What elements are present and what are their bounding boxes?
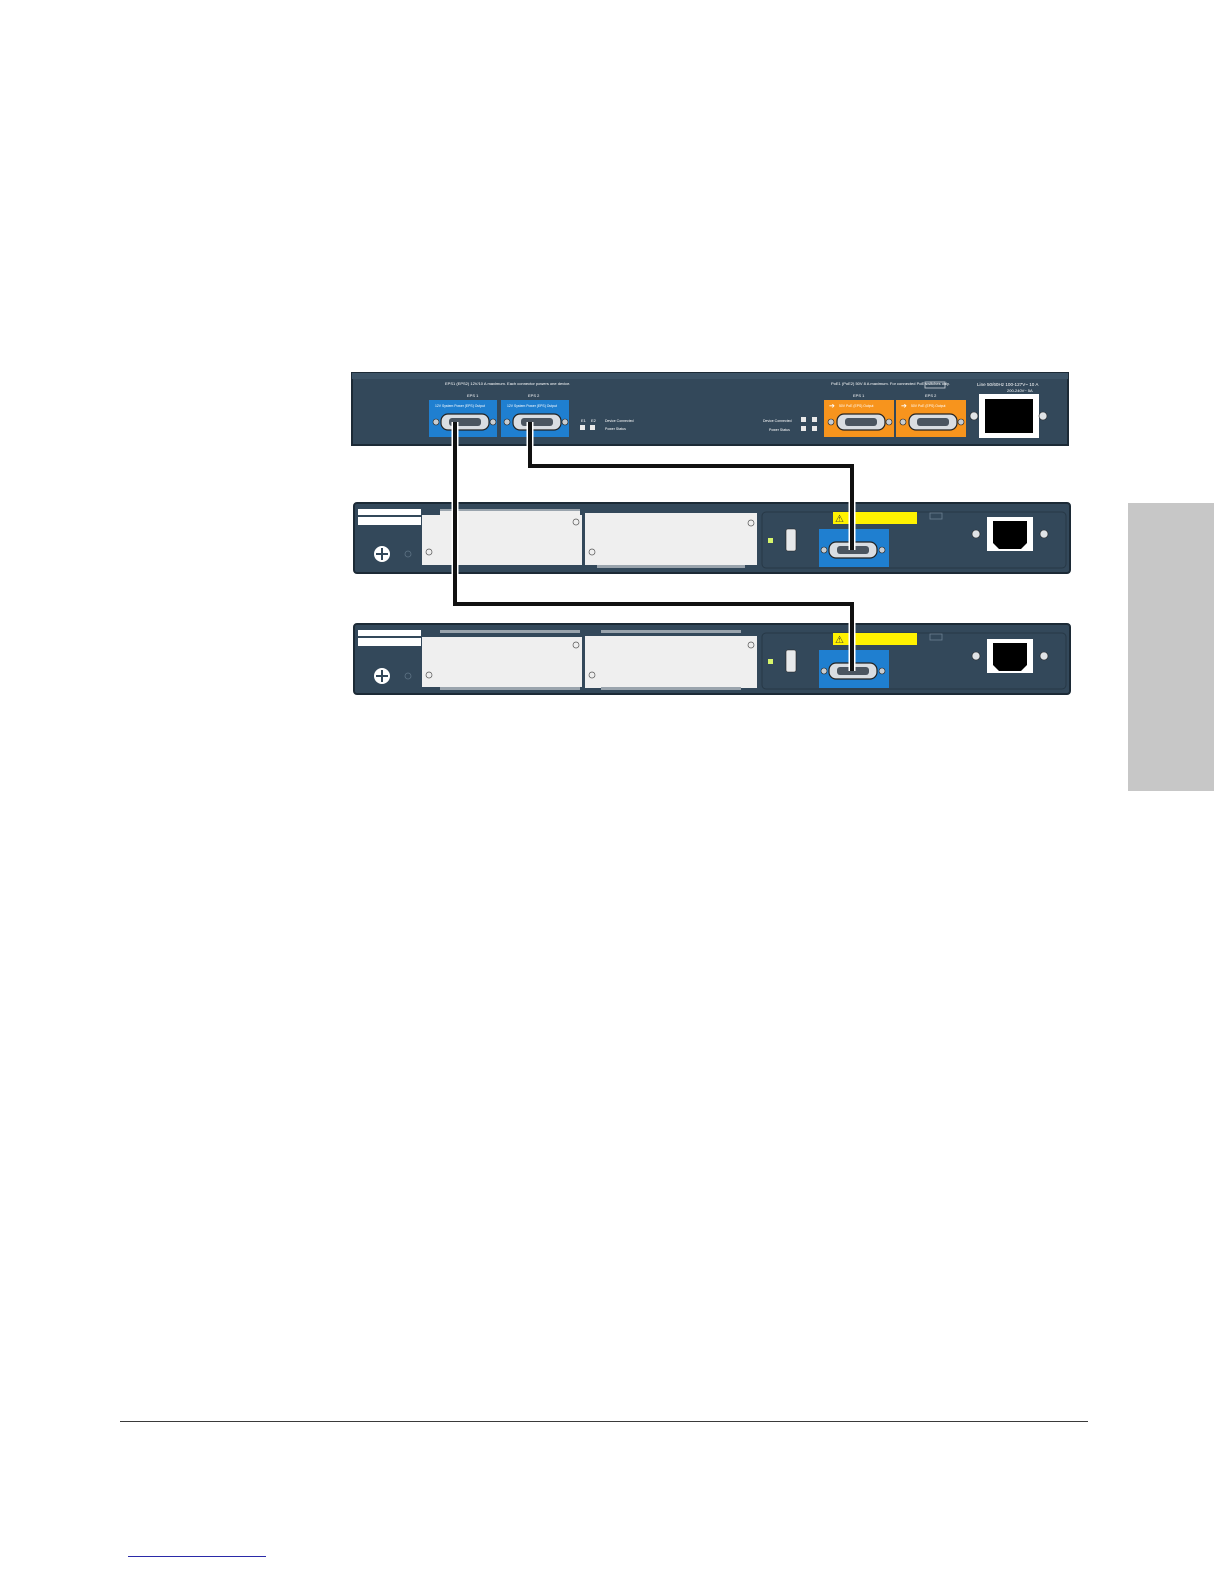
led-indicator: [580, 425, 585, 430]
console-port[interactable]: [785, 528, 797, 552]
ground-screw-icon: [374, 668, 390, 684]
eps-led-block-left: E1 E2 Device Connected Power Status: [580, 418, 634, 431]
poe-arrow-icon: ➔: [829, 403, 835, 410]
led-right-status-label: Power Status: [769, 428, 790, 432]
led-indicator: [812, 426, 817, 431]
eps-warning-right: PoE1 (PoE2) 50V 8 A maximum. For connect…: [831, 381, 950, 386]
expansion-slot-2[interactable]: [585, 513, 757, 568]
led-indicator: [812, 417, 817, 422]
status-led: [768, 659, 773, 664]
led-indicator: [801, 426, 806, 431]
eps2-port-label: EPS 2: [528, 393, 540, 398]
eps-led-block-right: Device Connected Power Status: [763, 417, 817, 432]
line-rating-label-2: 200-240V~ 5A: [1007, 388, 1033, 393]
status-led: [768, 538, 773, 543]
eps-cable-2: [526, 422, 856, 550]
warning-icon: ⚠: [835, 635, 844, 646]
ground-screw-icon: [374, 546, 390, 562]
switch-1: ⚠: [353, 502, 1071, 574]
poe2-port-sublabel: 50V PoE (EPS) Output: [911, 404, 946, 408]
poe1-port-label: EPS 1: [853, 393, 865, 398]
expansion-slot-2[interactable]: [585, 630, 757, 690]
eps-label-plate: [924, 381, 946, 389]
ac-power-inlet[interactable]: [969, 394, 1048, 438]
switch-2: ⚠: [353, 623, 1071, 695]
eps-warning-left: EPS1 (EPS2) 12V/10 A maximum. Each conne…: [445, 381, 570, 386]
led-e2-label: E2: [591, 418, 597, 423]
eps2-port-sublabel: 12V System Power (EPS) Output: [507, 404, 557, 408]
poe1-port-sublabel: 50V PoE (EPS) Output: [839, 404, 874, 408]
footer-rule: [120, 1421, 1088, 1422]
eps-cable-1: [451, 422, 856, 671]
led-status-label: Power Status: [605, 427, 626, 431]
poe1-port[interactable]: ➔ 50V PoE (EPS) Output: [824, 400, 894, 437]
warning-label: [833, 512, 917, 524]
expansion-slot-1[interactable]: [422, 630, 582, 690]
switch-ac-inlet[interactable]: [971, 639, 1049, 673]
eps1-port-sublabel: 12V System Power (EPS) Output: [435, 404, 485, 408]
led-indicator: [801, 417, 806, 422]
expansion-slot-1[interactable]: [422, 509, 582, 565]
footer-link-underline[interactable]: [128, 1556, 266, 1557]
eps1-port-label: EPS 1: [467, 393, 479, 398]
chapter-side-tab: [1128, 503, 1214, 791]
warning-icon: ⚠: [835, 514, 844, 525]
switch-ac-inlet[interactable]: [971, 517, 1049, 551]
poe-arrow-icon: ➔: [901, 403, 907, 410]
eps-connection-figure: EPS1 (EPS2) 12V/10 A maximum. Each conne…: [351, 372, 1071, 695]
eps-unit: EPS1 (EPS2) 12V/10 A maximum. Each conne…: [351, 372, 1069, 446]
led-e1-label: E1: [581, 418, 587, 423]
poe2-port[interactable]: ➔ 50V PoE (EPS) Output: [896, 400, 966, 437]
led-indicator: [590, 425, 595, 430]
line-rating-label: Line 50/60Hz 100-127V~ 10 A: [977, 382, 1039, 387]
led-right-connected-label: Device Connected: [763, 419, 792, 423]
led-connected-label: Device Connected: [605, 419, 634, 423]
poe2-port-label: EPS 2: [925, 393, 937, 398]
warning-label: [833, 633, 917, 645]
eps2-port[interactable]: 12V System Power (EPS) Output: [501, 400, 569, 437]
console-port[interactable]: [785, 649, 797, 673]
eps1-port[interactable]: 12V System Power (EPS) Output: [429, 400, 497, 437]
